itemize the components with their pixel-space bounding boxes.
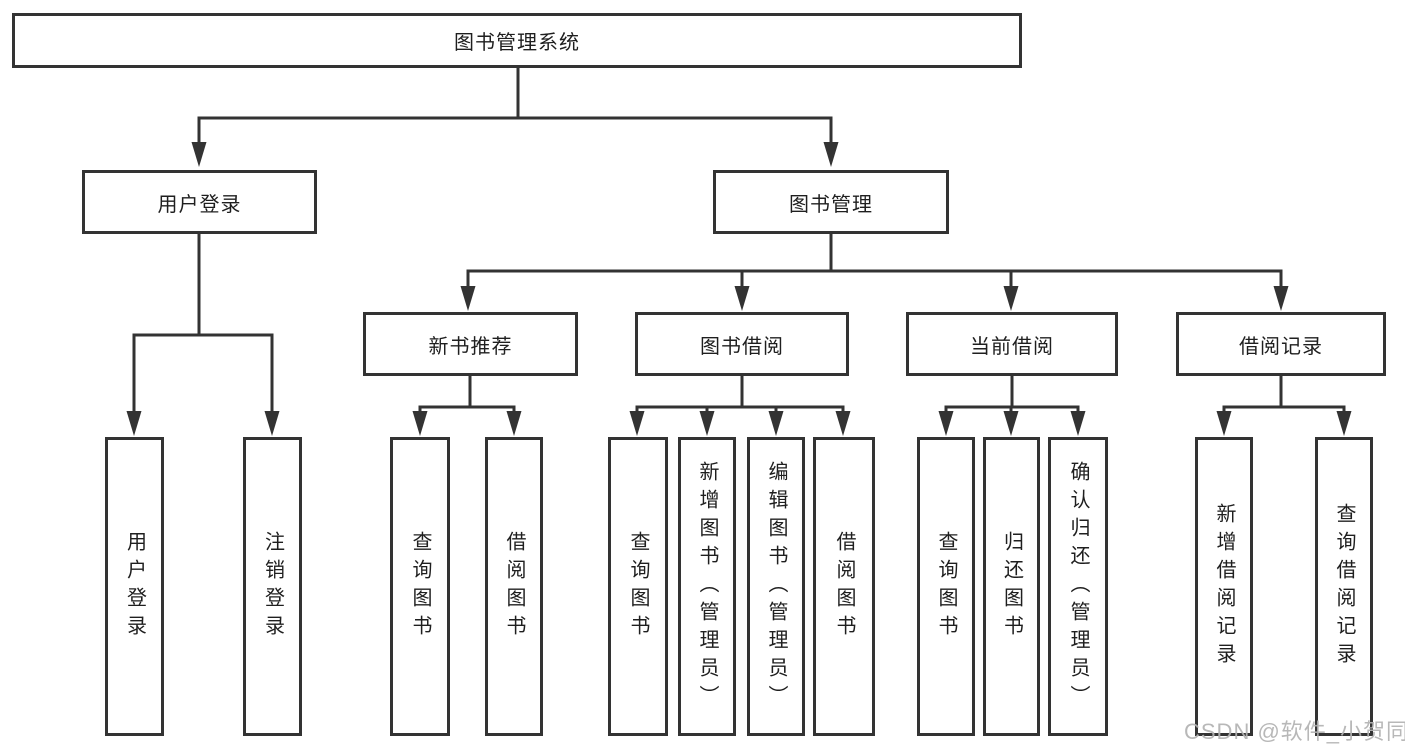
leaf-query-books-3: 查询图书 [917, 437, 975, 736]
node-label: 新增图书（管理员） [696, 460, 718, 713]
node-label: 编辑图书（管理员） [765, 460, 787, 713]
leaf-query-borrow-record: 查询借阅记录 [1315, 437, 1373, 736]
node-label: 新增借阅记录 [1213, 502, 1235, 671]
node-book-management: 图书管理 [713, 170, 949, 234]
node-label: 借阅图书 [503, 530, 525, 643]
node-label: 新书推荐 [428, 335, 513, 358]
leaf-user-login: 用户登录 [105, 437, 164, 736]
leaf-add-borrow-record: 新增借阅记录 [1195, 437, 1253, 736]
leaf-query-books-2: 查询图书 [608, 437, 668, 736]
node-label: 图书借阅 [700, 335, 784, 358]
leaf-edit-book-admin: 编辑图书（管理员） [747, 437, 805, 736]
node-label: 查询图书 [409, 530, 431, 643]
node-label: 注销登录 [261, 530, 284, 643]
node-current-borrowing: 当前借阅 [906, 312, 1118, 376]
leaf-add-book-admin: 新增图书（管理员） [678, 437, 736, 736]
node-new-book-recommendation: 新书推荐 [363, 312, 578, 376]
leaf-return-books: 归还图书 [983, 437, 1040, 736]
node-borrowing-records: 借阅记录 [1176, 312, 1386, 376]
node-book-borrowing: 图书借阅 [635, 312, 849, 376]
node-label: 图书管理 [789, 193, 873, 216]
node-label: 当前借阅 [970, 335, 1054, 358]
node-label: 图书管理系统 [454, 32, 580, 54]
node-label: 确认归还（管理员） [1067, 460, 1089, 713]
node-library-management-system: 图书管理系统 [12, 13, 1022, 68]
leaf-borrow-books-2: 借阅图书 [813, 437, 875, 736]
node-label: 查询图书 [627, 530, 649, 643]
node-label: 查询图书 [935, 530, 957, 643]
node-label: 用户登录 [157, 193, 242, 216]
leaf-query-books-1: 查询图书 [390, 437, 450, 736]
node-label: 查询借阅记录 [1333, 502, 1355, 671]
node-label: 借阅记录 [1239, 335, 1323, 358]
leaf-logout-login: 注销登录 [243, 437, 302, 736]
node-user-login: 用户登录 [82, 170, 317, 234]
node-label: 用户登录 [123, 530, 146, 643]
node-label: 借阅图书 [833, 530, 855, 643]
node-label: 归还图书 [1000, 530, 1023, 643]
leaf-confirm-return-admin: 确认归还（管理员） [1048, 437, 1108, 736]
csdn-watermark: CSDN @软件_小贺同学 [1184, 719, 1405, 744]
leaf-borrow-books-1: 借阅图书 [485, 437, 543, 736]
